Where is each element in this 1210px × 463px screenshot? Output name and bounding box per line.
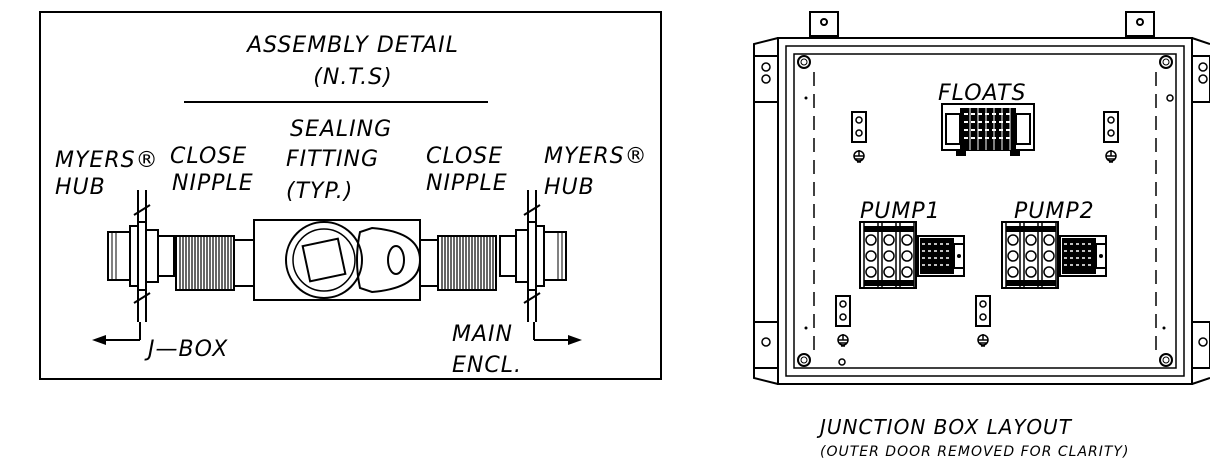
hub-left-label-line1: MYERS® [55,148,159,173]
close-nipple-right-line2: NIPPLE [426,171,508,196]
close-nipple-right-line1: CLOSE [426,144,503,169]
right-side-flange [1191,37,1210,385]
sealing-fitting-line3: (TYP.) [286,179,353,204]
junction-box-caption: JUNCTION BOX LAYOUT [816,415,1073,439]
pump1-label: PUMP1 [860,199,941,224]
jbox-label: J—BOX [144,337,228,362]
assembly-frame [39,11,662,380]
ground-lug-bottom-left [835,295,851,347]
close-nipple-left-line2: NIPPLE [172,171,254,196]
junction-box-caption-sub: (OUTER DOOR REMOVED FOR CLARITY) [820,444,1129,460]
hub-right-label-line1: MYERS® [544,144,648,169]
floats-label: FLOATS [938,81,1026,106]
sealing-fitting [233,219,439,301]
right-myers-hub [499,190,582,345]
hub-right-label-line2: HUB [544,175,595,200]
sealing-fitting-line1: SEALING [290,117,392,142]
ground-lug-bottom-center [975,295,991,347]
close-nipple-left-line1: CLOSE [170,144,247,169]
junction-box-panel: FLOATS PUMP1 PUMP2 [753,11,1210,460]
mounting-tab-top-right [1125,11,1155,37]
assembly-detail-panel: ASSEMBLY DETAIL (N.T.S) MYERS® HUB CLOSE… [39,11,662,380]
enclosure-outer [777,37,1193,385]
assembly-scale: (N.T.S) [313,65,392,90]
floats-terminal-block [941,103,1035,156]
main-encl-label-line1: MAIN [452,322,513,347]
left-myers-hub [92,190,175,345]
pump2-label: PUMP2 [1014,199,1095,224]
sealing-fitting-line2: FITTING [286,147,379,172]
main-encl-label-line2: ENCL. [452,353,522,378]
corner-screws [797,55,1174,367]
ground-lug-top-left [851,111,867,163]
assembly-title: ASSEMBLY DETAIL [245,33,459,58]
ground-lug-top-right [1103,111,1119,163]
backplate [793,53,1177,369]
enclosure-inner [785,45,1185,377]
left-side-flange [753,37,779,385]
right-close-nipple [437,235,497,291]
hub-left-label-line2: HUB [55,175,106,200]
pump2-terminal-block [1001,221,1107,289]
mounting-tab-top-left [809,11,839,37]
left-close-nipple [175,235,235,291]
pump1-terminal-block [859,221,965,289]
